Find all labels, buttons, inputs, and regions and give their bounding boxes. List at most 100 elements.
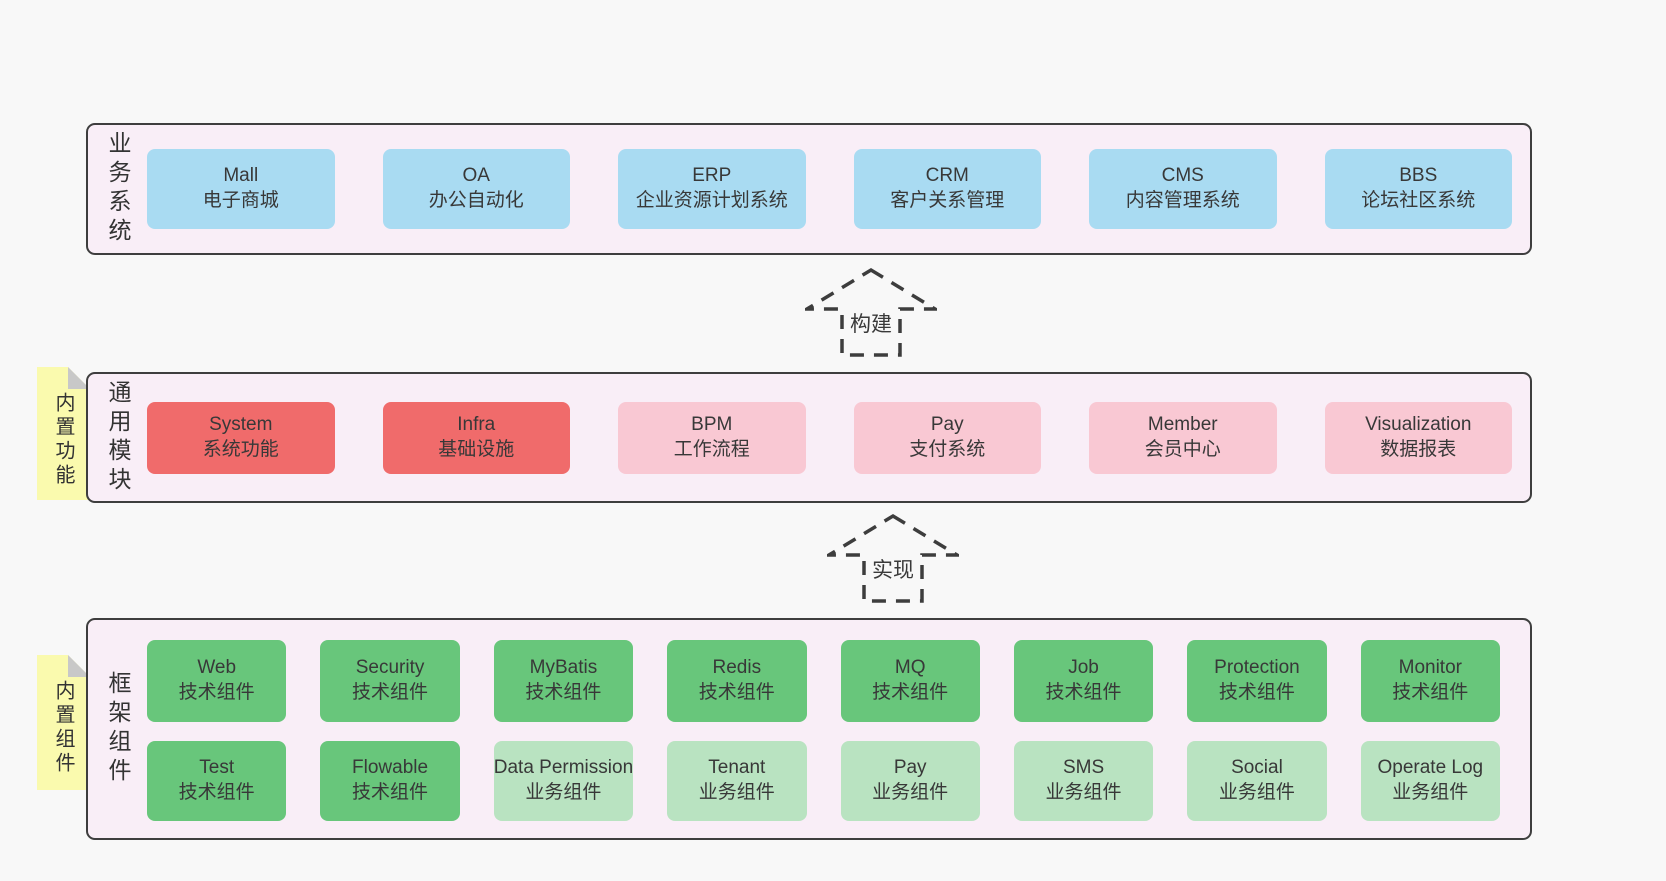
sticky-note-text: 内置组件	[52, 680, 74, 776]
node-subtitle: 业务组件	[1392, 782, 1469, 803]
node-subtitle: 技术组件	[698, 682, 775, 703]
node-title: MQ	[894, 657, 926, 679]
arrow-label: 实现	[869, 554, 917, 584]
sticky-note-builtin-features: 内置功能	[37, 367, 90, 500]
node-social: Social 业务组件	[1187, 741, 1327, 821]
node-subtitle: 技术组件	[352, 682, 429, 703]
arrow-build: 构建	[805, 266, 937, 358]
node-title: Operate Log	[1377, 757, 1484, 779]
node-title: CRM	[925, 165, 969, 187]
node-subtitle: 业务组件	[525, 782, 602, 803]
node-mybatis: MyBatis 技术组件	[493, 640, 634, 722]
dashed-up-arrow-icon	[805, 267, 937, 357]
sticky-note-text: 内置功能	[52, 392, 74, 488]
panel-label: 框架组件	[105, 671, 131, 787]
node-title: Flowable	[352, 757, 429, 779]
node-subtitle: 技术组件	[1392, 682, 1469, 703]
node-title: Infra	[457, 413, 496, 435]
panel-business-systems: 业务系统 Mall 电子商城 OA 办公自动化 ERP 企业资源计划系统 CRM…	[86, 123, 1532, 255]
business-box-row: Mall 电子商城 OA 办公自动化 ERP 企业资源计划系统 CRM 客户关系…	[147, 149, 1512, 229]
node-sms: SMS 业务组件	[1013, 741, 1154, 821]
node-redis: Redis 技术组件	[667, 640, 807, 722]
node-title: System	[209, 413, 273, 435]
node-subtitle: 技术组件	[1218, 682, 1295, 703]
node-subtitle: 办公自动化	[428, 190, 524, 211]
arrow-label: 构建	[847, 308, 895, 338]
node-title: Member	[1147, 413, 1218, 435]
node-visualization: Visualization 数据报表	[1324, 401, 1512, 474]
node-title: Job	[1068, 657, 1099, 679]
node-pay: Pay 支付系统	[853, 401, 1041, 474]
node-subtitle: 业务组件	[1045, 782, 1122, 803]
panel-label: 业务系统	[105, 131, 131, 247]
node-subtitle: 业务组件	[698, 782, 775, 803]
node-title: Tenant	[708, 757, 766, 779]
node-title: Social	[1231, 757, 1283, 779]
node-title: Pay	[930, 413, 964, 435]
node-data-permission: Data Permission 业务组件	[493, 741, 634, 821]
node-pay-biz: Pay 业务组件	[840, 741, 980, 821]
node-title: Data Permission	[493, 757, 634, 779]
node-mq: MQ 技术组件	[840, 640, 980, 722]
components-row-1: Web 技术组件 Security 技术组件 MyBatis 技术组件 Redi…	[147, 640, 1500, 722]
node-title: Monitor	[1398, 657, 1462, 679]
node-subtitle: 工作流程	[673, 438, 750, 460]
panel-common-modules: 通用模块 System 系统功能 Infra 基础设施 BPM 工作流程 Pay…	[86, 372, 1532, 503]
node-title: Pay	[893, 757, 927, 779]
node-web: Web 技术组件	[147, 640, 287, 722]
node-title: ERP	[692, 165, 732, 187]
node-subtitle: 技术组件	[525, 682, 602, 703]
node-subtitle: 客户关系管理	[890, 190, 1005, 211]
node-subtitle: 技术组件	[352, 782, 429, 803]
modules-box-row: System 系统功能 Infra 基础设施 BPM 工作流程 Pay 支付系统…	[147, 401, 1512, 474]
components-row-2: Test 技术组件 Flowable 技术组件 Data Permission …	[147, 741, 1500, 821]
node-bpm: BPM 工作流程	[618, 401, 806, 474]
node-title: Visualization	[1365, 413, 1472, 435]
node-subtitle: 系统功能	[202, 438, 279, 460]
node-title: Security	[355, 657, 425, 679]
node-title: CMS	[1161, 165, 1204, 187]
node-cms: CMS 内容管理系统	[1089, 149, 1277, 229]
node-security: Security 技术组件	[320, 640, 460, 722]
node-title: BBS	[1399, 165, 1438, 187]
node-subtitle: 论坛社区系统	[1361, 190, 1476, 211]
node-subtitle: 业务组件	[1218, 782, 1295, 803]
node-test: Test 技术组件	[147, 741, 287, 821]
node-monitor: Monitor 技术组件	[1360, 640, 1500, 722]
node-title: Mall	[223, 165, 259, 187]
panel-label: 通用模块	[105, 379, 131, 496]
node-tenant: Tenant 业务组件	[667, 741, 807, 821]
node-title: OA	[462, 165, 490, 187]
node-title: SMS	[1062, 757, 1105, 779]
node-crm: CRM 客户关系管理	[853, 149, 1041, 229]
node-subtitle: 基础设施	[438, 438, 515, 460]
components-box-grid: Web 技术组件 Security 技术组件 MyBatis 技术组件 Redi…	[147, 640, 1500, 821]
node-member: Member 会员中心	[1089, 401, 1277, 474]
arrow-implement: 实现	[827, 512, 959, 604]
node-mall: Mall 电子商城	[147, 149, 335, 229]
node-infra: Infra 基础设施	[382, 401, 570, 474]
node-job: Job 技术组件	[1013, 640, 1154, 722]
node-subtitle: 技术组件	[1045, 682, 1122, 703]
node-subtitle: 业务组件	[872, 782, 949, 803]
node-bbs: BBS 论坛社区系统	[1324, 149, 1512, 229]
node-subtitle: 企业资源计划系统	[635, 190, 788, 211]
node-erp: ERP 企业资源计划系统	[618, 149, 806, 229]
node-subtitle: 电子商城	[202, 190, 279, 211]
panel-framework-components: 框架组件 Web 技术组件 Security 技术组件 MyBatis 技术组件…	[86, 618, 1532, 840]
node-oa: OA 办公自动化	[382, 149, 570, 229]
node-title: Web	[197, 657, 237, 679]
node-protection: Protection 技术组件	[1187, 640, 1327, 722]
node-subtitle: 技术组件	[178, 782, 255, 803]
node-title: MyBatis	[529, 657, 598, 679]
node-title: Redis	[712, 657, 762, 679]
node-subtitle: 数据报表	[1380, 438, 1457, 460]
sticky-note-builtin-components: 内置组件	[37, 655, 90, 790]
node-subtitle: 技术组件	[872, 682, 949, 703]
node-title: Protection	[1214, 657, 1300, 679]
dashed-up-arrow-icon	[827, 513, 959, 603]
node-flowable: Flowable 技术组件	[320, 741, 460, 821]
node-subtitle: 支付系统	[909, 438, 986, 460]
node-system: System 系统功能	[147, 401, 335, 474]
node-operate-log: Operate Log 业务组件	[1360, 741, 1500, 821]
